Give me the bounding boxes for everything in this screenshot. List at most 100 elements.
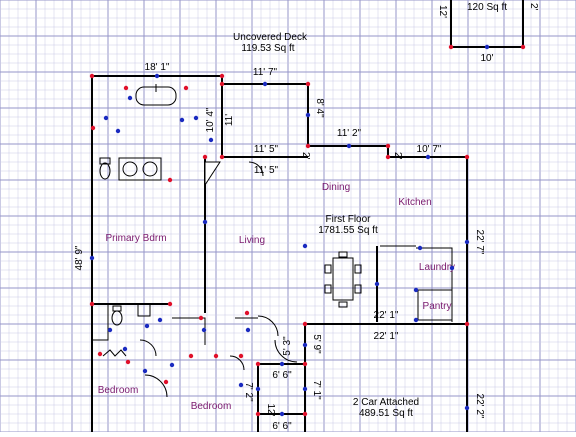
vertex-node[interactable] (245, 327, 251, 333)
vertex-node[interactable] (417, 245, 423, 251)
vertex-node[interactable] (302, 411, 308, 417)
dim-2-a: 2' (300, 152, 311, 160)
dim-22-7: 22' 7" (474, 230, 485, 255)
vertex-node[interactable] (89, 255, 95, 261)
dim-10-4: 10' 4" (205, 107, 216, 132)
vertex-node[interactable] (157, 317, 163, 323)
vertex-nodes (89, 44, 526, 417)
vertex-node[interactable] (219, 81, 225, 87)
double-sink-icon (118, 157, 162, 181)
vertex-node[interactable] (90, 125, 96, 131)
vertex-node[interactable] (385, 154, 391, 160)
vertex-node[interactable] (125, 359, 131, 365)
vertex-node[interactable] (413, 287, 419, 293)
dim-48-9: 48' 9" (74, 245, 85, 270)
vertex-node[interactable] (193, 115, 199, 121)
vertex-node[interactable] (255, 386, 261, 392)
vertex-node[interactable] (413, 317, 419, 323)
vertex-node[interactable] (89, 301, 95, 307)
dim-11: 11' (224, 114, 235, 126)
vertex-node[interactable] (142, 368, 148, 374)
vertex-node[interactable] (97, 351, 103, 357)
vertex-node[interactable] (302, 386, 308, 392)
vertex-node[interactable] (244, 310, 250, 316)
dim-18-1: 18' 1" (145, 62, 170, 73)
garage-size: 489.51 Sq ft (359, 408, 413, 419)
vertex-node[interactable] (219, 73, 225, 79)
vertex-node[interactable] (198, 315, 204, 321)
vertex-node[interactable] (167, 177, 173, 183)
vertex-node[interactable] (374, 281, 380, 287)
vertex-node[interactable] (464, 405, 470, 411)
top-right-size: 120 Sq ft (467, 2, 507, 13)
vertex-node[interactable] (464, 154, 470, 160)
dim-5-9: 5' 9" (311, 334, 322, 354)
vertex-node[interactable] (107, 327, 113, 333)
vertex-node[interactable] (302, 321, 308, 327)
floor-size: 1781.55 Sq ft (318, 225, 378, 236)
floor-name: First Floor (326, 214, 372, 225)
vertex-node[interactable] (279, 411, 285, 417)
vertex-node[interactable] (484, 44, 490, 50)
room-pantry: Pantry (423, 301, 452, 312)
vertex-node[interactable] (305, 81, 311, 87)
vertex-node[interactable] (202, 154, 208, 160)
dim-12: 12' (265, 403, 276, 416)
dim-11-7: 11' 7" (253, 67, 278, 78)
vertex-node[interactable] (520, 44, 526, 50)
vertex-node[interactable] (464, 239, 470, 245)
vertex-node[interactable] (346, 143, 352, 149)
vertex-node[interactable] (201, 327, 207, 333)
vertex-node[interactable] (103, 115, 109, 121)
room-bedroom-2: Bedroom (191, 401, 232, 412)
vertex-node[interactable] (255, 361, 261, 367)
door-swings (102, 161, 298, 398)
vertex-node[interactable] (449, 265, 455, 271)
vertex-node[interactable] (385, 143, 391, 149)
top-right-dim-bottom: 10' (480, 53, 493, 64)
vertex-node[interactable] (302, 342, 308, 348)
vertex-node[interactable] (123, 85, 129, 91)
vertex-node[interactable] (262, 81, 268, 87)
garage-name: 2 Car Attached (353, 397, 419, 408)
vertex-node[interactable] (179, 117, 185, 123)
closet-lines (172, 245, 453, 345)
vertex-node[interactable] (255, 411, 261, 417)
vertex-node[interactable] (89, 73, 95, 79)
vertex-node[interactable] (167, 301, 173, 307)
vertex-node[interactable] (425, 154, 431, 160)
vertex-node[interactable] (279, 361, 285, 367)
vertex-node[interactable] (202, 219, 208, 225)
deck-name: Uncovered Deck (233, 32, 308, 43)
bathtub-icon (135, 84, 177, 106)
dim-7-2: 7' 2" (243, 382, 254, 402)
vertex-node[interactable] (305, 143, 311, 149)
vertex-node[interactable] (302, 243, 308, 249)
vertex-node[interactable] (302, 361, 308, 367)
room-living: Living (239, 235, 265, 246)
dim-5-3: 5' 3" (282, 336, 293, 356)
vertex-node[interactable] (208, 137, 214, 143)
vertex-node[interactable] (169, 362, 175, 368)
vertex-node[interactable] (213, 353, 219, 359)
vertex-node[interactable] (127, 95, 133, 101)
vertex-node[interactable] (144, 323, 150, 329)
vertex-node[interactable] (154, 73, 160, 79)
vertex-node[interactable] (464, 321, 470, 327)
vertex-node[interactable] (163, 379, 169, 385)
vertex-node[interactable] (188, 353, 194, 359)
vertex-node[interactable] (122, 346, 128, 352)
dim-22-1-b: 22' 1" (374, 331, 399, 342)
vertex-node[interactable] (305, 112, 311, 118)
dining-table-icon (324, 251, 362, 308)
vertex-node[interactable] (238, 382, 244, 388)
room-laundry: Laundry (419, 262, 455, 273)
vertex-node[interactable] (238, 353, 244, 359)
vertex-node[interactable] (183, 85, 189, 91)
vertex-node[interactable] (115, 128, 121, 134)
room-dining: Dining (322, 182, 350, 193)
vertex-node[interactable] (448, 44, 454, 50)
vertex-node[interactable] (219, 154, 225, 160)
